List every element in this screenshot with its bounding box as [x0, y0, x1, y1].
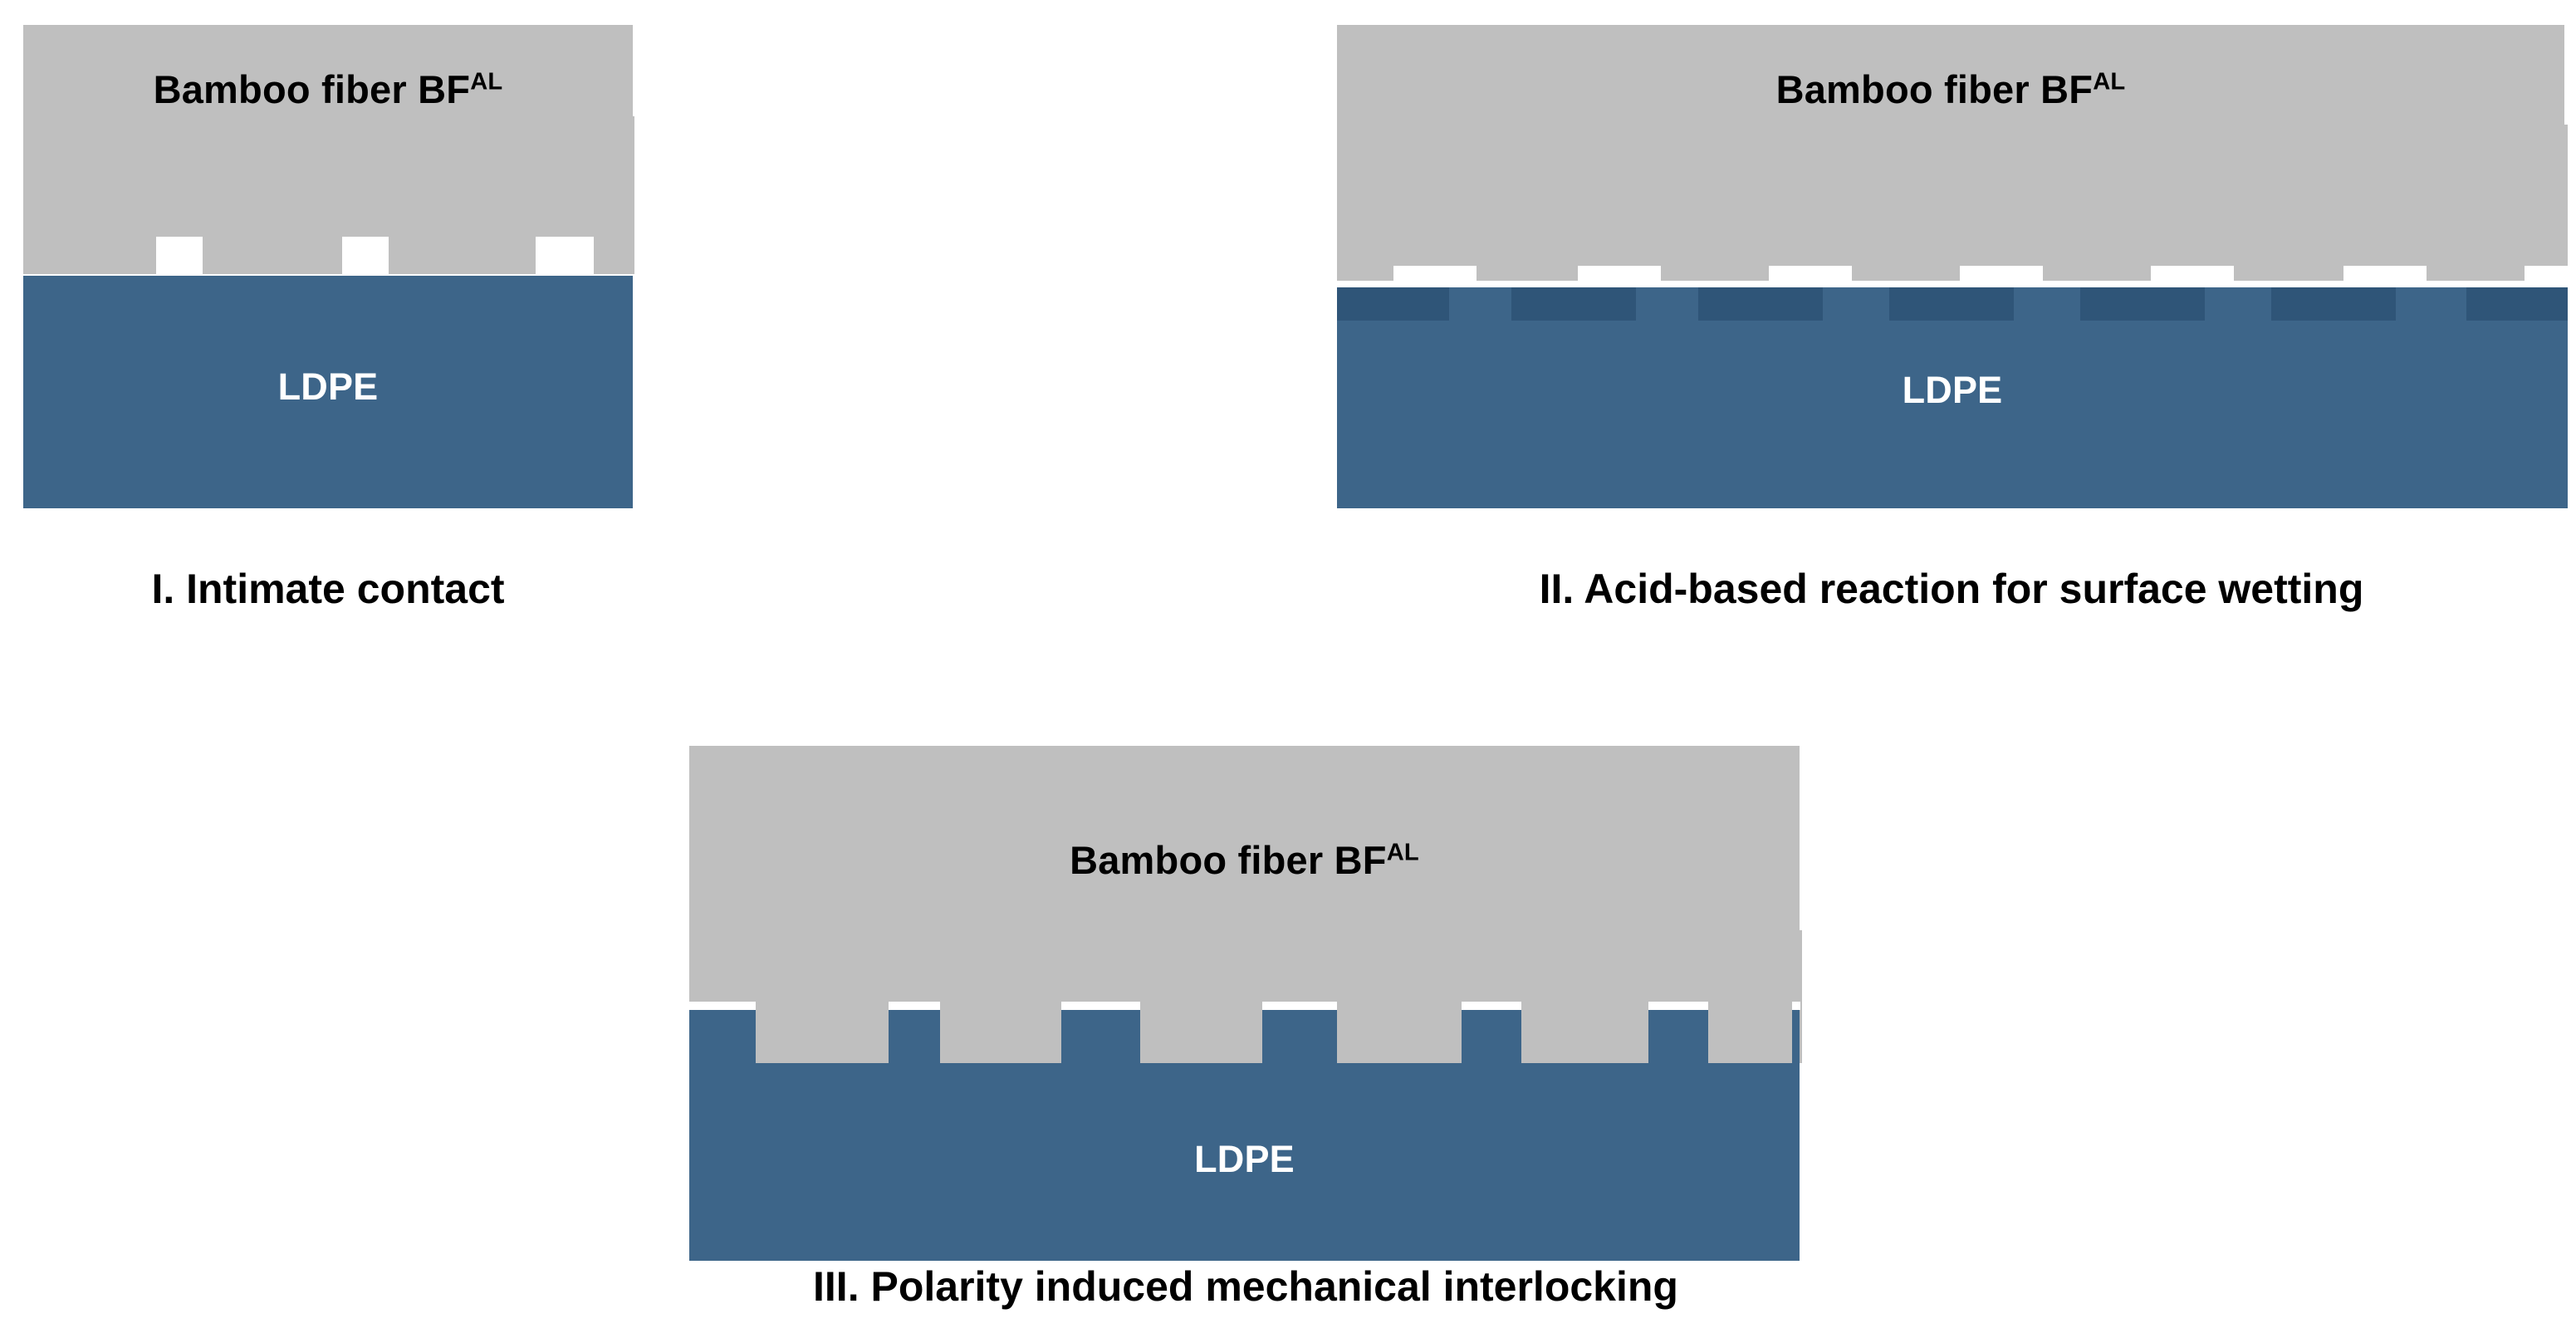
panel-3-fiber-label: Bamboo fiber BFAL [689, 837, 1800, 883]
panel-3-ldpe-label: LDPE [1194, 1138, 1295, 1180]
panel-2-penetration-7 [2466, 286, 2568, 321]
panel-1-bamboo-fiber-block: Bamboo fiber BFAL [23, 25, 633, 274]
panel-3-tooth-6 [1648, 1008, 1708, 1066]
panel-3-tooth-5 [1462, 1008, 1521, 1066]
panel-3-tooth-gap-3 [1061, 1002, 1140, 1010]
panel-3-ldpe-block: LDPE [689, 1063, 1800, 1261]
panel-2-penetration-6 [2271, 286, 2396, 321]
panel-2-fiber-right-step [2556, 125, 2568, 284]
panel-2-penetration-1 [1337, 286, 1449, 321]
panel-2-penetration-3 [1698, 286, 1823, 321]
panel-2-penetration-4 [1889, 286, 2014, 321]
panel-3-tooth-2 [889, 1008, 940, 1066]
panel-2-bamboo-fiber-block: Bamboo fiber BFAL [1337, 25, 2564, 284]
panel-2-void-2 [1578, 266, 1661, 284]
panel-2-void-7 [2525, 266, 2568, 284]
panel-2-ldpe-label: LDPE [1902, 369, 2003, 411]
panel-3-tooth-gap-4 [1262, 1002, 1337, 1010]
panel-acid-based-reaction: Bamboo fiber BFAL LDPE II. Acid-based re… [1329, 0, 2576, 664]
panel-1-void-2 [342, 237, 389, 274]
panel-mechanical-interlocking: Bamboo fiber BFAL LDPE III. Polarity ind… [648, 731, 1976, 1343]
panel-3-tooth-7 [1792, 1008, 1800, 1066]
panel-1-void-3 [536, 237, 594, 274]
panel-3-tooth-gap-2 [889, 1002, 940, 1010]
panel-1-void-1 [156, 237, 203, 274]
panel-1-fiber-label-text: Bamboo fiber BF [153, 67, 471, 111]
panel-3-tooth-gap-1 [689, 1002, 756, 1010]
panel-1-fiber-label: Bamboo fiber BFAL [23, 66, 633, 112]
panel-2-fiber-label: Bamboo fiber BFAL [1337, 66, 2564, 112]
panel-3-tooth-gap-6 [1648, 1002, 1708, 1010]
panel-2-void-5 [2151, 266, 2234, 284]
panel-intimate-contact: Bamboo fiber BFAL LDPE I. Intimate conta… [0, 0, 664, 664]
panel-1-fiber-superscript: AL [470, 68, 503, 96]
panel-3-tooth-3 [1061, 1008, 1140, 1066]
panel-2-fiber-superscript: AL [2093, 68, 2126, 96]
panel-3-fiber-label-text: Bamboo fiber BF [1070, 838, 1387, 882]
panel-2-penetration-5 [2080, 286, 2205, 321]
panel-3-tooth-4 [1262, 1008, 1337, 1066]
panel-3-tooth-gap-5 [1462, 1002, 1521, 1010]
panel-2-void-6 [2343, 266, 2427, 284]
panel-3-tooth-1 [689, 1008, 756, 1066]
panel-2-interface-line [1337, 281, 2568, 287]
panel-2-fiber-label-text: Bamboo fiber BF [1775, 67, 2094, 111]
panel-2-void-3 [1769, 266, 1852, 284]
panel-1-ldpe-block: LDPE [23, 276, 633, 508]
panel-2-void-1 [1393, 266, 1477, 284]
panel-1-ldpe-label: LDPE [277, 365, 379, 408]
panel-2-penetration-2 [1511, 286, 1636, 321]
panel-2-caption: II. Acid-based reaction for surface wett… [1539, 566, 2364, 612]
panel-3-tooth-gap-7 [1792, 1002, 1800, 1010]
panel-2-void-4 [1960, 266, 2043, 284]
panel-2-ldpe-block: LDPE [1337, 286, 2568, 508]
panel-3-caption: III. Polarity induced mechanical interlo… [813, 1263, 1678, 1310]
panel-1-fiber-right-step [624, 116, 634, 274]
panel-3-fiber-superscript: AL [1386, 839, 1419, 866]
panel-1-caption: I. Intimate contact [151, 566, 505, 612]
